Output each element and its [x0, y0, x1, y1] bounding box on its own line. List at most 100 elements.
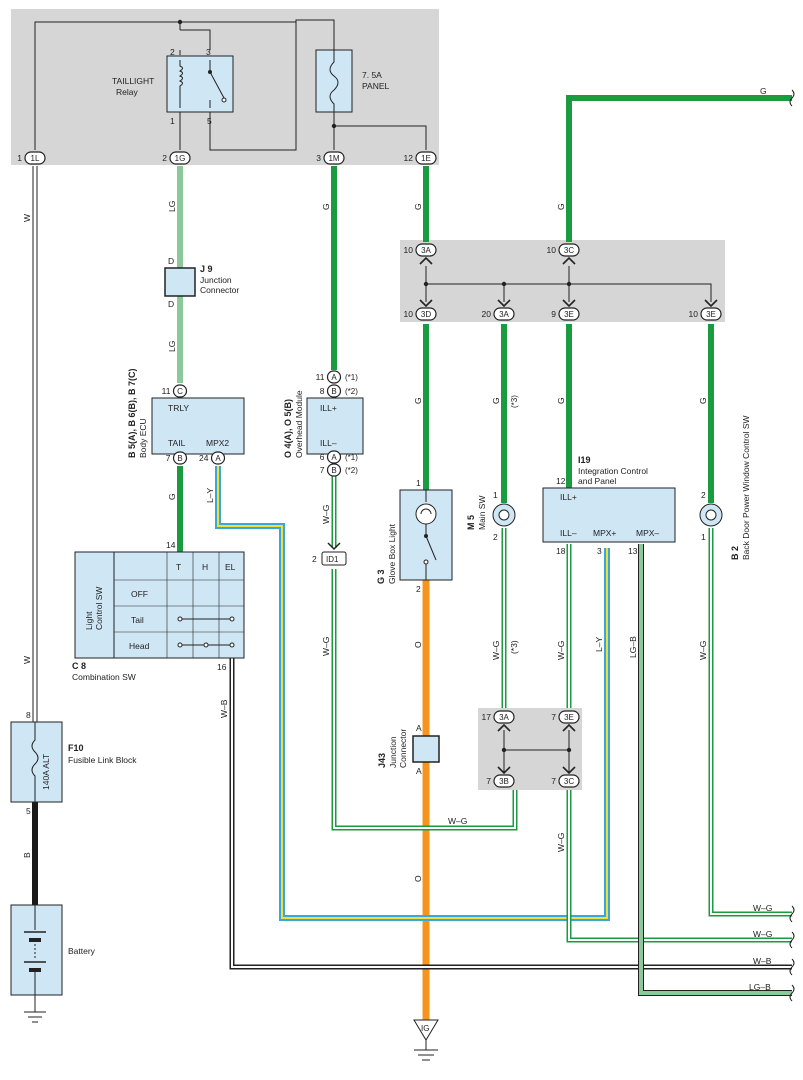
backdoor-pin-1: 1: [701, 532, 706, 542]
overhead-pin-b7-code: B: [331, 466, 336, 475]
connector-1G-pin: 2: [162, 153, 167, 163]
wire-wg-overhead: [331, 476, 518, 831]
jb1-bottom-3-pin: 10: [689, 309, 699, 319]
ecu-pin-a-pin: 24: [199, 453, 209, 463]
overhead-pin-b8: B8: [320, 384, 342, 398]
wl-w-top: W: [22, 214, 32, 222]
fusible-pin-8: 8: [26, 710, 31, 720]
connector-1E-code: 1E: [421, 154, 431, 163]
integration-panel: [542, 487, 676, 543]
id1-pin: 2: [312, 554, 317, 564]
jb1-bottom-2-code: 3E: [564, 310, 574, 319]
jb1-top-3c-code: 3C: [564, 246, 574, 255]
integration-mpx-plus: MPX+: [593, 528, 616, 538]
wl-star3: (*3): [509, 640, 519, 654]
jb2-bottom-3b-pin: 7: [486, 776, 491, 786]
glove-id: G 3: [376, 569, 386, 584]
body-ecu: [151, 397, 245, 455]
overhead-ill-plus: ILL+: [320, 403, 337, 413]
ig-label: IG: [421, 1024, 429, 1033]
connector-1M-pin: 3: [316, 153, 321, 163]
overhead-module: [306, 397, 364, 455]
wl-lgb: LG–B: [628, 636, 638, 658]
combo-side-2: Control SW: [94, 587, 104, 630]
jb1-top-3c-pin: 10: [547, 245, 557, 255]
integration-ill-minus: ILL–: [560, 528, 577, 538]
j43-name-1: Junction: [388, 736, 398, 768]
j9-id: J 9: [200, 264, 213, 274]
overhead-pin-b8-code: B: [331, 387, 336, 396]
integration-name-1: Integration Control: [578, 466, 648, 476]
jb1-bottom-2-pin: 9: [551, 309, 556, 319]
fuse-label-1: 7. 5A: [362, 70, 382, 80]
backdoor-name: Back Door Power Window Control SW: [741, 415, 751, 560]
mainsw-pin-2: 2: [493, 532, 498, 542]
connector-1E-pin: 12: [404, 153, 414, 163]
wl-o-2: O: [413, 875, 423, 882]
ecu-tail: TAIL: [168, 438, 186, 448]
integration-name-2: and Panel: [578, 476, 616, 486]
mainsw-name: Main SW: [477, 496, 487, 530]
jb1-bottom-3-code: 3E: [706, 310, 716, 319]
mainsw-pin-1: 1: [493, 490, 498, 500]
integration-mpx-minus: MPX–: [636, 528, 659, 538]
ecu-label-2: Body ECU: [138, 418, 148, 458]
combo-col-t: T: [176, 562, 181, 572]
jb1-bottom-1-code: 3A: [499, 310, 509, 319]
j9-connector: [164, 267, 196, 297]
overhead-note-3: (*1): [345, 453, 358, 462]
jb1-bottom-2: 3E 9: [551, 299, 580, 321]
combo-side-1: Light: [84, 611, 94, 630]
integration-pin-13: 13: [628, 546, 638, 556]
wl-g-3a: G: [491, 397, 501, 404]
relay-label-1: TAILLIGHT: [112, 76, 154, 86]
overhead-note-1: (*1): [345, 373, 358, 382]
battery: [10, 904, 63, 1023]
combo-name: Combination SW: [72, 672, 136, 682]
edge-label-lgb: LG–B: [749, 982, 771, 992]
jb2-top-3a-code: 3A: [499, 713, 509, 722]
glove-pin-2: 2: [416, 584, 421, 594]
wl-wg-msw: W–G: [491, 641, 501, 660]
overhead-pin-a11: A11: [316, 370, 342, 384]
overhead-pin-a6-pin: 6: [320, 452, 325, 462]
overhead-ill-minus: ILL–: [320, 438, 337, 448]
jb1-bottom-1-pin: 20: [482, 309, 492, 319]
back-door-lamp: [699, 503, 723, 527]
connector-1M-code: 1M: [328, 154, 339, 163]
edge-label-wg2: W–G: [753, 929, 772, 939]
fuse-label-2: PANEL: [362, 81, 390, 91]
wl-wg-bd: W–G: [698, 641, 708, 660]
relay-pin-5: 5: [207, 116, 212, 126]
edge-terminations: [789, 89, 795, 1002]
jb2-top-3a-pin: 17: [482, 712, 492, 722]
wl-wg-oh: W–G: [321, 505, 331, 524]
backdoor-pin-2: 2: [701, 490, 706, 500]
wire-wb: [229, 658, 792, 970]
ecu-pin-b: B7: [166, 451, 188, 465]
wire-g-top: [566, 95, 792, 242]
wl-w-mid: W: [22, 656, 32, 664]
connector-1L-code: 1L: [31, 154, 40, 163]
ecu-pin-b-pin: 7: [166, 453, 171, 463]
jb1-top-3a-pin: 10: [404, 245, 414, 255]
panel-fuse: [315, 49, 353, 113]
connector-1M: 1M 3: [316, 151, 345, 165]
wl-wb: W–B: [219, 699, 229, 718]
j43-name-2: Connector: [398, 729, 408, 768]
connector-1G: 1G2: [162, 151, 191, 165]
connector-1L-pin: 1: [17, 153, 22, 163]
wl-g-3e9: G: [556, 397, 566, 404]
ig-ground: [413, 1019, 439, 1061]
combo-col-h: H: [202, 562, 208, 572]
wl-ly-1: L–Y: [205, 488, 215, 503]
wl-lg-2: LG: [167, 341, 177, 352]
wl-wg-3c: W–G: [556, 833, 566, 852]
glove-box-light: [399, 489, 453, 581]
j9-name-1: Junction: [200, 275, 232, 285]
jb1-bottom-0-pin: 10: [404, 309, 414, 319]
integration-pin-18: 18: [556, 546, 566, 556]
ecu-pin-a: A24: [199, 451, 226, 465]
